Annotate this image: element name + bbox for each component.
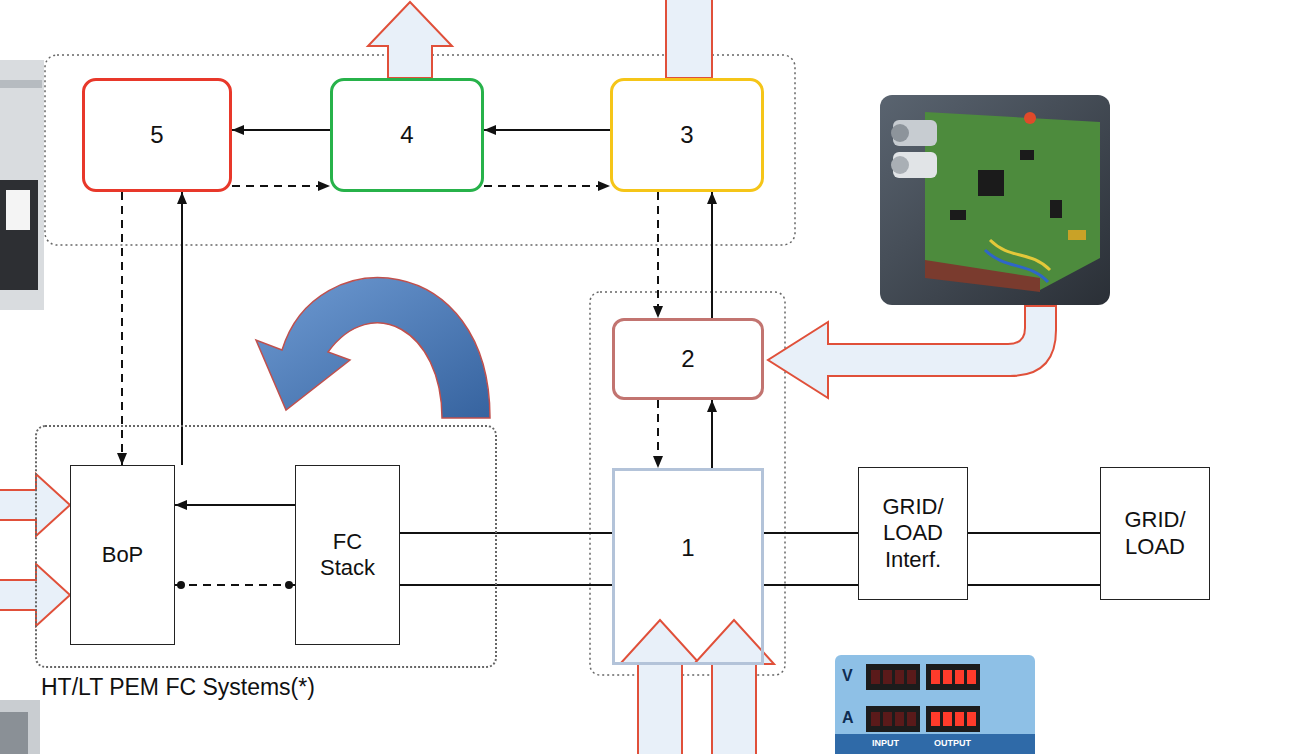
feedback-arrow — [256, 278, 490, 418]
signal-connector — [232, 185, 330, 187]
signal-connector — [175, 584, 295, 586]
process-box: 5 — [82, 78, 232, 192]
connector — [484, 129, 610, 131]
callout-arrow — [768, 306, 1056, 398]
system-group: HT/LT PEM FC Systems(*)BoPFC Stack — [35, 425, 497, 668]
node-label: 1 — [681, 534, 694, 563]
node-label: 5 — [150, 121, 163, 150]
connector — [968, 532, 1100, 534]
process-box: FC Stack — [295, 465, 400, 645]
connector — [400, 584, 612, 586]
signal-connector — [657, 192, 659, 318]
group-outline — [590, 292, 785, 675]
node-label: 2 — [681, 345, 694, 374]
connector — [175, 504, 295, 506]
group-outline — [45, 55, 795, 245]
meter-label: A — [842, 709, 854, 727]
process-box: 4 — [330, 78, 484, 192]
output-arrow — [666, 0, 712, 78]
node-label: GRID/ LOAD Interf. — [869, 494, 957, 573]
node-label: FC Stack — [312, 529, 383, 582]
connector — [711, 400, 713, 468]
process-box: 3 — [610, 78, 764, 192]
connector-dot — [285, 581, 293, 589]
connector-dot — [177, 581, 185, 589]
interface-box: GRID/ LOAD Interf. — [858, 467, 968, 600]
power-supply-photo — [835, 655, 1035, 754]
connector — [968, 584, 1100, 586]
node-label: 3 — [680, 121, 693, 150]
connector — [764, 584, 858, 586]
board-photo — [880, 95, 1110, 305]
connector — [764, 532, 858, 534]
node-label: 4 — [400, 121, 413, 150]
signal-connector — [657, 400, 659, 468]
process-box: 2 — [612, 318, 764, 400]
input-arrow — [620, 620, 700, 754]
load-box: GRID/ LOAD — [1100, 467, 1210, 600]
device-photo — [0, 60, 44, 754]
node-label: BoP — [102, 542, 144, 568]
group-label: HT/LT PEM FC Systems(*) — [41, 674, 315, 701]
meter-label: V — [842, 667, 853, 685]
panel-label: INPUT — [872, 738, 899, 748]
connector — [400, 532, 612, 534]
connector — [711, 192, 713, 318]
converter-box: 1 — [612, 468, 764, 665]
process-box: BoP — [70, 465, 175, 645]
panel-label: OUTPUT — [934, 738, 971, 748]
node-label: GRID/ LOAD — [1111, 507, 1199, 560]
output-arrow — [368, 2, 452, 78]
connector — [232, 129, 330, 131]
signal-connector — [484, 185, 610, 187]
